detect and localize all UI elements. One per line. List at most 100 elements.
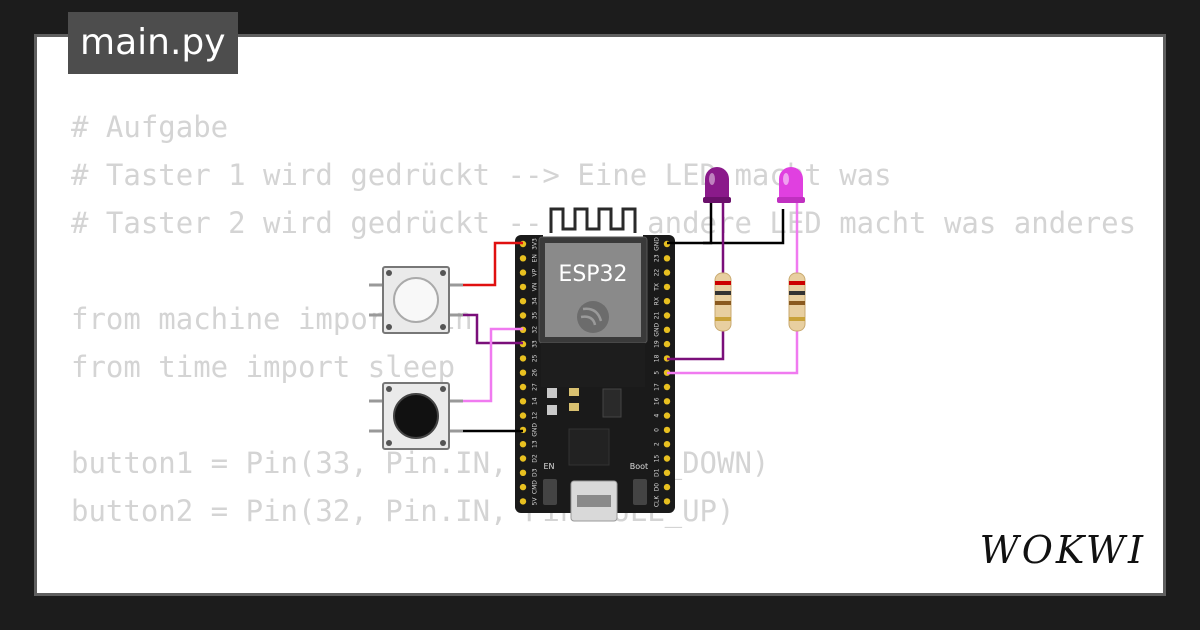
left-pin-label: D2 bbox=[532, 454, 539, 463]
antenna-trace-icon bbox=[549, 207, 637, 233]
wire-black-gnd bbox=[667, 209, 785, 245]
left-pin-label: 27 bbox=[532, 383, 539, 391]
left-pin-label: 25 bbox=[532, 354, 539, 362]
esp32-board[interactable]: ESP32 EN Boot 3V3ENVPVN34353233252627141… bbox=[515, 201, 675, 522]
wires bbox=[459, 203, 799, 433]
left-pin-label: EN bbox=[532, 254, 539, 262]
right-pin-label: GND bbox=[654, 323, 661, 337]
left-pin-13[interactable] bbox=[519, 412, 527, 419]
left-pin-6[interactable] bbox=[519, 312, 527, 319]
code-line: # Taster 1 wird gedrückt --> Eine LED ma… bbox=[71, 158, 892, 192]
file-tab-main-py[interactable]: main.py bbox=[68, 12, 238, 74]
right-pin-label: 5 bbox=[654, 371, 661, 375]
module-label: ESP32 bbox=[558, 262, 627, 287]
regulator bbox=[602, 388, 622, 418]
right-pin-label: 15 bbox=[654, 455, 661, 463]
en-label: EN bbox=[543, 462, 554, 471]
pushbutton-2[interactable] bbox=[369, 382, 463, 450]
right-pin-4[interactable] bbox=[663, 283, 671, 291]
left-pin-label: GND bbox=[532, 423, 539, 437]
boot-button[interactable] bbox=[633, 479, 647, 505]
circuit-diagram: ESP32 EN Boot 3V3ENVPVN34353233252627141… bbox=[369, 167, 806, 522]
en-button[interactable] bbox=[543, 479, 557, 505]
right-pin-label: 0 bbox=[654, 428, 661, 432]
right-pin-label: 19 bbox=[654, 340, 661, 348]
right-pin-2[interactable] bbox=[663, 255, 671, 262]
right-pin-label: D0 bbox=[654, 483, 661, 492]
right-pin-3[interactable] bbox=[663, 269, 671, 276]
right-pin-12[interactable] bbox=[663, 398, 671, 405]
simulator-preview-frame: # Aufgabe # Taster 1 wird gedrückt --> Ei… bbox=[34, 34, 1166, 596]
resistor-2[interactable] bbox=[788, 272, 806, 332]
left-pin-label: 5V bbox=[532, 497, 539, 506]
left-pin-11[interactable] bbox=[519, 383, 527, 391]
right-pin-14[interactable] bbox=[663, 426, 671, 434]
right-pin-15[interactable] bbox=[663, 441, 671, 448]
left-pin-10[interactable] bbox=[519, 369, 527, 376]
left-pin-label: 34 bbox=[532, 297, 539, 305]
left-pin-12[interactable] bbox=[519, 398, 527, 405]
left-pin-label: 3V3 bbox=[532, 238, 539, 250]
wokwi-logo: WOKWI bbox=[980, 528, 1146, 572]
right-pin-label: 22 bbox=[654, 269, 661, 277]
left-pin-9[interactable] bbox=[519, 355, 527, 362]
left-pin-19[interactable] bbox=[519, 498, 527, 505]
right-pin-13[interactable] bbox=[663, 412, 671, 419]
left-pin-15[interactable] bbox=[519, 441, 527, 448]
right-pin-16[interactable] bbox=[663, 455, 671, 462]
right-pin-label: GND bbox=[654, 237, 661, 251]
left-pin-label: 12 bbox=[532, 412, 539, 420]
right-pin-label: RX bbox=[654, 297, 661, 305]
pushbutton-1[interactable] bbox=[369, 266, 463, 334]
right-pin-label: 18 bbox=[654, 354, 661, 362]
button1-cap[interactable] bbox=[393, 277, 439, 323]
left-pin-16[interactable] bbox=[519, 455, 527, 462]
boot-label: Boot bbox=[630, 462, 648, 471]
left-pin-label: CMD bbox=[532, 480, 539, 494]
wire-black-gnd-led1 bbox=[703, 203, 713, 245]
left-pin-4[interactable] bbox=[519, 283, 527, 291]
left-pin-label: 32 bbox=[532, 326, 539, 334]
left-pin-label: VN bbox=[532, 283, 539, 292]
right-pin-label: CLK bbox=[654, 495, 661, 508]
right-pin-label: TX bbox=[654, 283, 661, 292]
left-pin-label: D3 bbox=[532, 468, 539, 477]
right-pin-label: 23 bbox=[654, 254, 661, 262]
right-pin-7[interactable] bbox=[663, 326, 671, 333]
led-1[interactable] bbox=[703, 167, 731, 203]
resistor-1[interactable] bbox=[714, 272, 732, 332]
left-pin-17[interactable] bbox=[519, 469, 527, 476]
right-pin-18[interactable] bbox=[663, 483, 671, 491]
right-pin-label: 21 bbox=[654, 312, 661, 320]
code-line: # Aufgabe bbox=[71, 110, 229, 144]
left-pin-2[interactable] bbox=[519, 255, 527, 262]
right-pin-11[interactable] bbox=[663, 383, 671, 391]
right-pin-8[interactable] bbox=[663, 340, 671, 348]
left-pin-3[interactable] bbox=[519, 269, 527, 276]
left-pin-label: 14 bbox=[532, 397, 539, 405]
left-pin-5[interactable] bbox=[519, 298, 527, 305]
right-pin-label: 17 bbox=[654, 383, 661, 391]
wire-purple-button1 bbox=[459, 313, 523, 345]
right-pin-label: 2 bbox=[654, 442, 661, 446]
right-pin-label: 16 bbox=[654, 397, 661, 405]
right-pin-label: 4 bbox=[654, 414, 661, 418]
left-pin-18[interactable] bbox=[519, 483, 527, 491]
right-pin-19[interactable] bbox=[663, 498, 671, 505]
left-pin-label: 13 bbox=[532, 440, 539, 448]
right-pin-5[interactable] bbox=[663, 298, 671, 305]
usb-chip bbox=[568, 428, 610, 466]
wire-pink-led2 bbox=[667, 331, 799, 375]
wire-pink-button2 bbox=[459, 327, 523, 403]
button2-cap[interactable] bbox=[393, 393, 439, 439]
wifi-antenna-area bbox=[543, 201, 643, 241]
led-2[interactable] bbox=[777, 167, 805, 203]
right-pin-6[interactable] bbox=[663, 312, 671, 319]
code-line: from time import sleep bbox=[71, 350, 456, 384]
right-pin-label: D1 bbox=[654, 468, 661, 477]
left-pin-label: 26 bbox=[532, 369, 539, 377]
left-pin-label: 35 bbox=[532, 312, 539, 320]
left-pin-label: 33 bbox=[532, 340, 539, 348]
file-tab-label: main.py bbox=[80, 22, 226, 63]
right-pin-17[interactable] bbox=[663, 469, 671, 476]
